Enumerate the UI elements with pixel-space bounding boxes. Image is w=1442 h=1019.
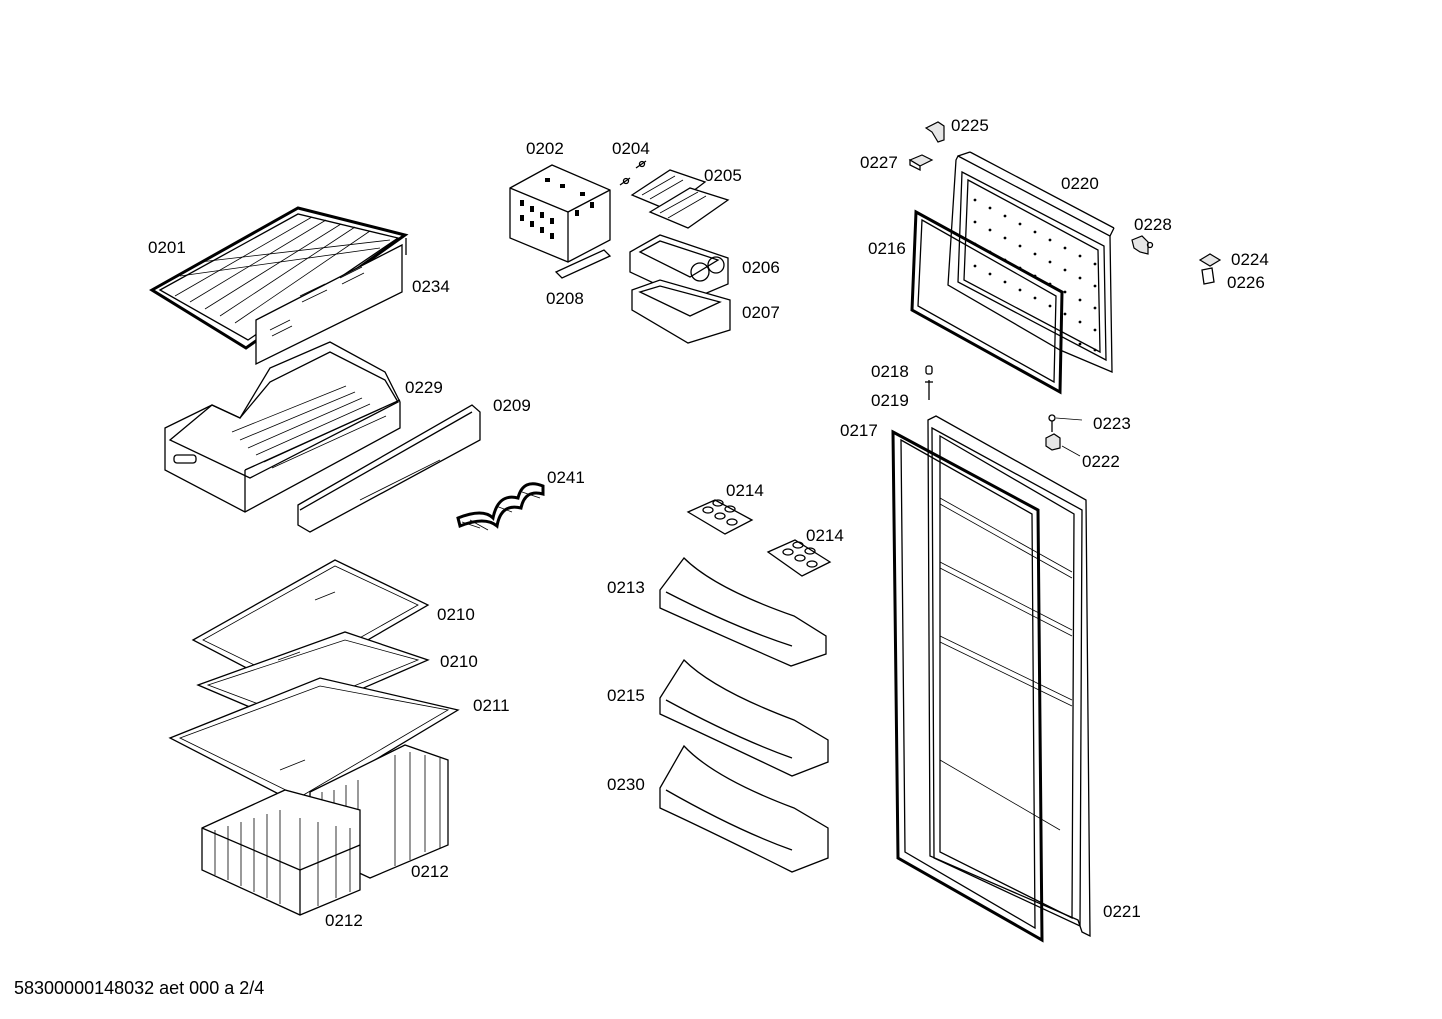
label-0214-a: 0214 (726, 481, 764, 500)
part-0225-hinge-part (924, 121, 945, 143)
label-0202: 0202 (526, 139, 564, 158)
label-0211: 0211 (473, 696, 510, 715)
label-0206: 0206 (742, 258, 780, 277)
label-0217: 0217 (840, 421, 878, 440)
label-0205: 0205 (704, 166, 742, 185)
part-0215-door-balcony (659, 658, 829, 777)
label-0230: 0230 (607, 775, 645, 794)
label-0208: 0208 (546, 289, 584, 308)
label-0212-rear: 0212 (411, 862, 449, 881)
label-0229: 0229 (405, 378, 443, 397)
label-0234: 0234 (412, 277, 450, 296)
part-0217-fridge-gasket (891, 429, 1044, 943)
part-0202-bracket (509, 164, 611, 263)
label-0219: 0219 (871, 391, 909, 410)
part-0212-crisper-front (201, 789, 361, 916)
part-labels: 0201 0234 0202 0204 0205 0206 0207 0208 … (148, 116, 1269, 930)
part-0224-cap (1198, 253, 1222, 267)
label-0212-front: 0212 (325, 911, 363, 930)
part-0228-hinge-part (1131, 235, 1154, 255)
label-0210-middle: 0210 (440, 652, 478, 671)
part-0201-wire-shelf (149, 206, 409, 350)
part-0214-egg-tray-b (766, 539, 832, 577)
part-0209-front-strip (297, 404, 481, 533)
part-0227-cap (908, 154, 934, 172)
label-0241: 0241 (547, 468, 585, 487)
part-0230-door-balcony (659, 744, 829, 873)
part-0205-ice-trays (630, 169, 730, 229)
part-0221-fridge-door (927, 415, 1091, 938)
label-0213: 0213 (607, 578, 645, 597)
label-0214-b: 0214 (806, 526, 844, 545)
label-0201: 0201 (148, 238, 186, 257)
part-0220-freezer-door (947, 151, 1115, 373)
part-0229-drawer (164, 341, 401, 513)
document-code: 58300000148032 aet 000 a 2/4 (14, 978, 265, 998)
part-0211-glass-shelf-lower (168, 677, 460, 806)
label-0225: 0225 (951, 116, 989, 135)
label-0210-upper: 0210 (437, 605, 475, 624)
label-0227: 0227 (860, 153, 898, 172)
label-0204: 0204 (612, 139, 650, 158)
label-0224: 0224 (1231, 250, 1269, 269)
part-0213-door-balcony (659, 557, 827, 667)
label-0228: 0228 (1134, 215, 1172, 234)
label-0216: 0216 (868, 239, 906, 258)
part-0218-bushing (925, 365, 933, 375)
part-0223-screw (1048, 414, 1083, 432)
part-0216-freezer-gasket (910, 209, 1064, 395)
label-0207: 0207 (742, 303, 780, 322)
label-0209: 0209 (493, 396, 531, 415)
label-0221: 0221 (1103, 902, 1141, 921)
label-0222: 0222 (1082, 452, 1120, 471)
part-0214-egg-tray-a (686, 499, 754, 535)
part-0219-pin (925, 380, 933, 400)
label-0223: 0223 (1093, 414, 1131, 433)
part-0234-front-panel (255, 238, 407, 366)
part-0222-block (1045, 433, 1081, 457)
label-0220: 0220 (1061, 174, 1099, 193)
part-0207-ice-bin (631, 279, 731, 344)
label-0215: 0215 (607, 686, 645, 705)
label-0226: 0226 (1227, 273, 1265, 292)
part-0208-strip (554, 249, 612, 279)
part-0206-ice-box (629, 234, 729, 301)
part-0204-clips (619, 160, 647, 186)
label-0218: 0218 (871, 362, 909, 381)
part-0226-cap (1201, 267, 1215, 285)
part-0241-bottle-rack (456, 482, 545, 531)
